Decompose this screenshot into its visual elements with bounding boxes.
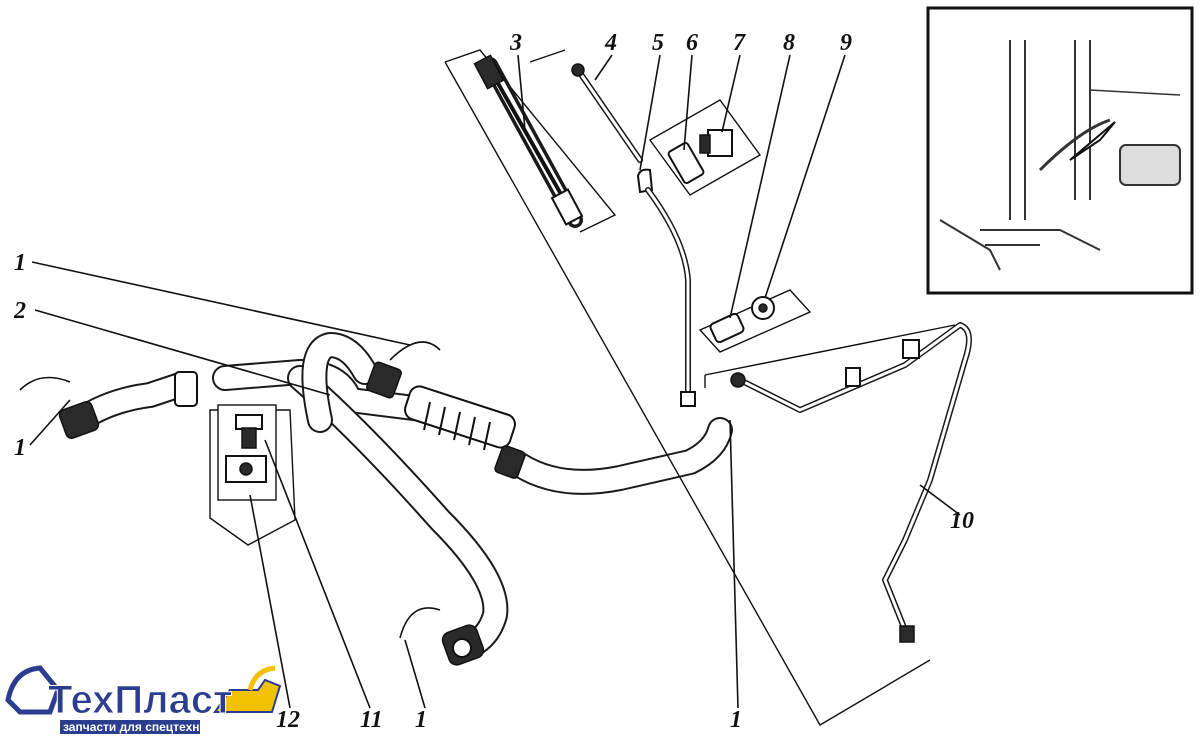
callout-8: 8 [783,30,795,56]
left-hose-fitting [19,371,198,439]
corrugated-hose [366,361,526,479]
callout-6: 6 [686,30,698,56]
techplast-logo: ТехПласт запчасти для спецтехники [5,665,282,734]
leader-lines [29,54,961,709]
excavator-left-icon [5,665,61,715]
callout-labels: 1 2 1 3 4 5 6 7 8 9 10 12 11 1 1 [13,30,974,733]
callout-11: 11 [360,707,383,733]
upper-clamp [389,341,441,361]
logo-name: ТехПласт [48,678,233,722]
callout-4: 4 [604,30,617,56]
vertical-tube [645,187,696,407]
callout-9: 9 [840,30,852,56]
callout-1-bottom-right: 1 [730,707,742,733]
parts-11-12-frame [209,404,296,546]
callout-3: 3 [509,30,522,56]
lower-fitting [399,607,485,666]
callout-7: 7 [733,30,746,56]
callout-1-bottom-mid: 1 [415,707,427,733]
excavator-right-icon [213,678,282,713]
callout-2: 2 [13,298,26,324]
main-hose-assembly [212,332,733,661]
callout-10: 10 [950,508,974,534]
inset-detail-view [926,6,1194,295]
part-10-tube [704,322,972,643]
callout-5: 5 [652,30,664,56]
callout-12: 12 [276,707,300,733]
parts-3-4-frame [444,49,931,726]
callout-1-top-left: 1 [14,250,26,276]
parts-5-7-frame [636,99,762,196]
callout-1-left: 1 [14,435,26,461]
parts-8-9-frame [698,289,812,353]
logo-tagline: запчасти для спецтехники [63,720,220,734]
